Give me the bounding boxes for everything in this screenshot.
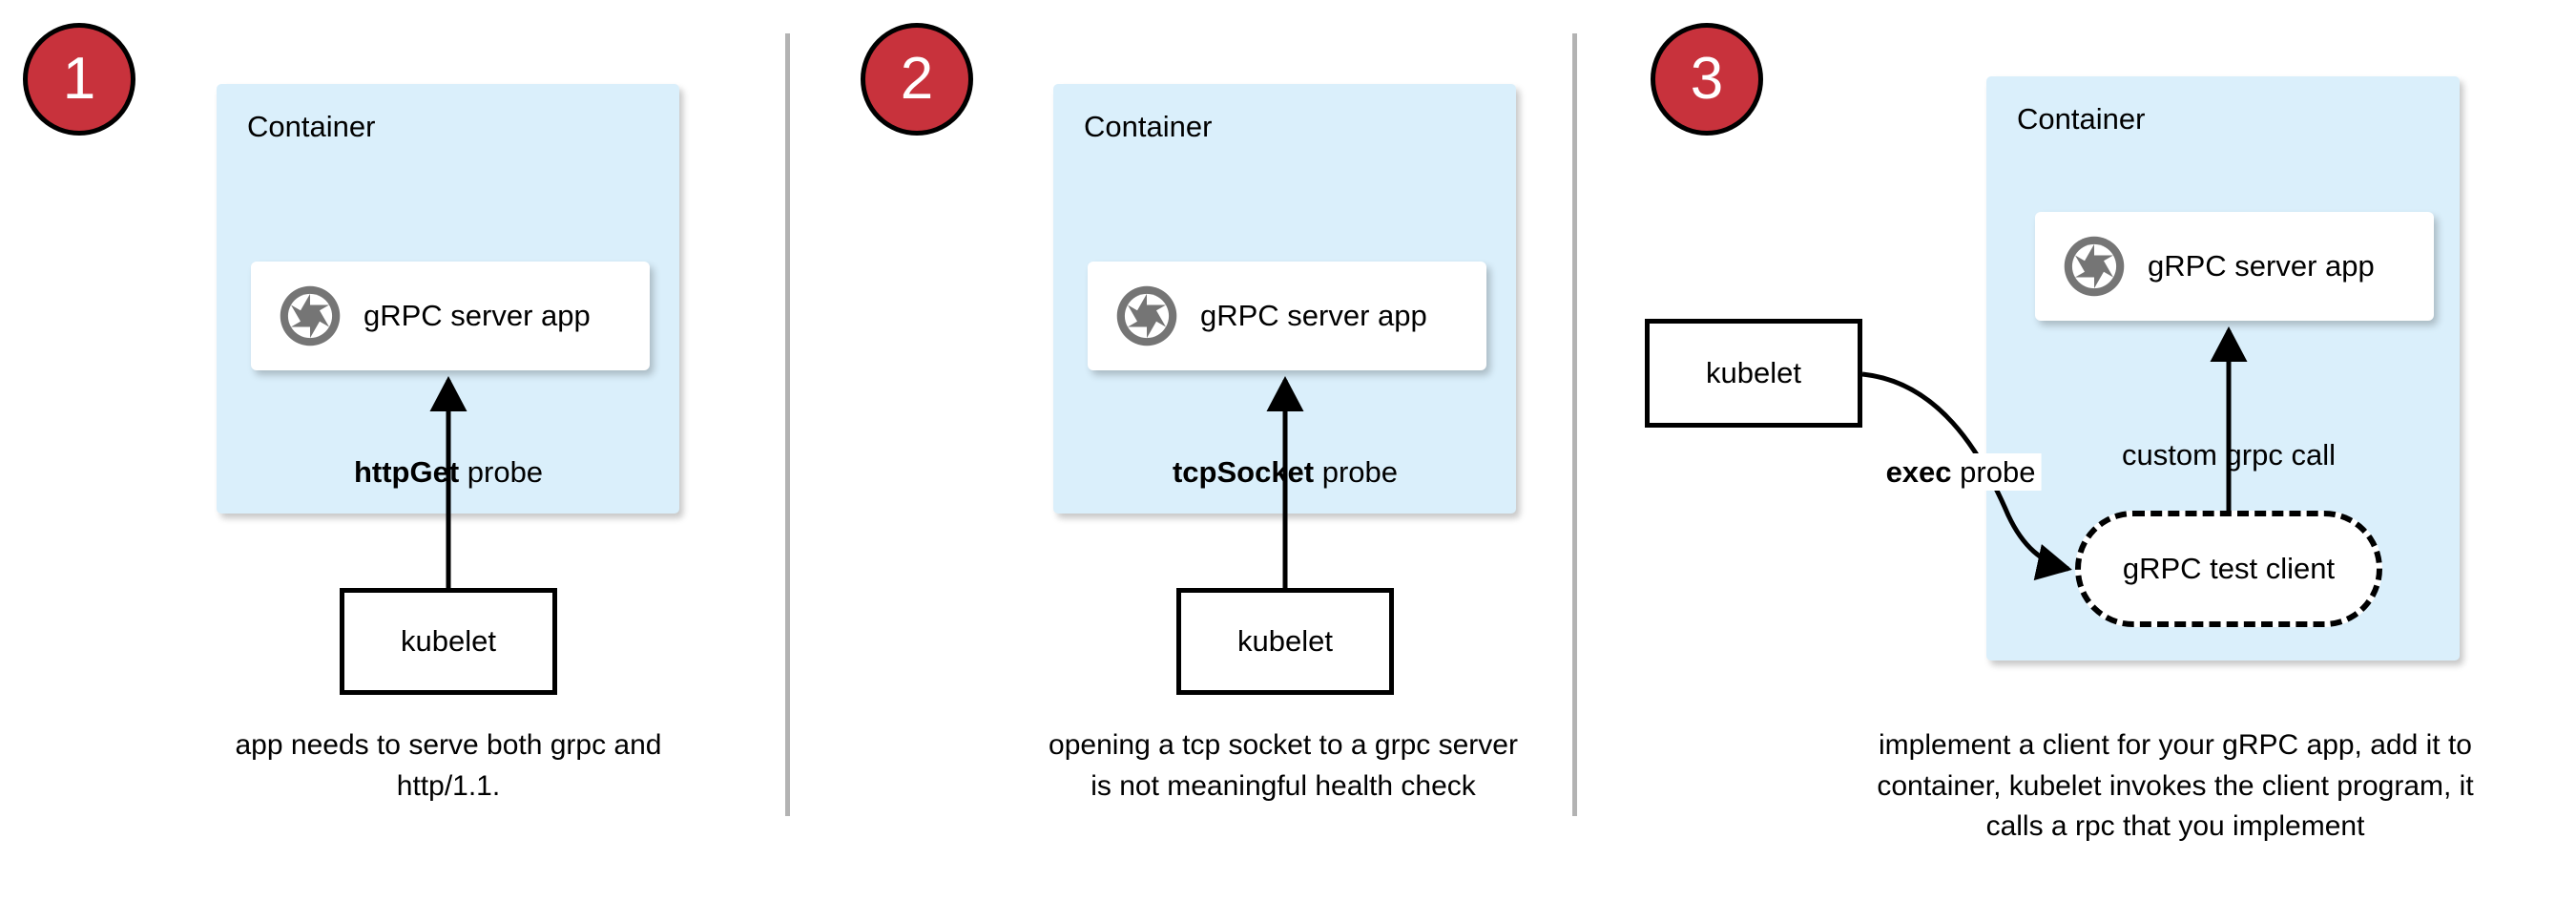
grpc-server-app-card-3: gRPC server app <box>2035 212 2434 321</box>
panel-divider-2 <box>1572 33 1577 816</box>
kubelet-box-2: kubelet <box>1176 588 1394 695</box>
grpc-server-app-label: gRPC server app <box>2148 248 2375 283</box>
aperture-icon <box>278 283 343 348</box>
aperture-icon <box>2062 234 2127 299</box>
container-label: Container <box>1084 110 1213 143</box>
container-label: Container <box>247 110 376 143</box>
exec-probe-label: exec probe <box>1880 453 2042 491</box>
panel-caption-2: opening a tcp socket to a grpc server is… <box>1049 729 1518 802</box>
grpc-test-client-box: gRPC test client <box>2075 511 2382 627</box>
tcpsocket-probe-label: tcpSocket probe <box>1166 453 1404 491</box>
panel-divider-1 <box>785 33 790 816</box>
custom-grpc-call-text: custom grpc call <box>2116 436 2341 473</box>
probe-keyword: tcpSocket <box>1172 455 1315 489</box>
step-badge-2: 2 <box>861 23 973 136</box>
step-number: 1 <box>62 46 96 112</box>
grpc-server-app-label: gRPC server app <box>364 298 591 332</box>
probe-suffix: probe <box>1951 455 2036 489</box>
kubelet-box-1: kubelet <box>340 588 557 695</box>
kubelet-box-3: kubelet <box>1645 319 1862 428</box>
container-label: Container <box>2017 102 2146 136</box>
grpc-server-app-card-1: gRPC server app <box>251 262 650 370</box>
step-number: 2 <box>900 46 934 112</box>
probe-keyword: exec <box>1885 455 1952 489</box>
probe-keyword: httpGet <box>353 455 460 489</box>
kubelet-label: kubelet <box>401 623 496 658</box>
aperture-icon <box>1114 283 1179 348</box>
custom-grpc-call-label: custom grpc call <box>2116 436 2341 473</box>
step-badge-3: 3 <box>1651 23 1763 136</box>
kubelet-label: kubelet <box>1237 623 1333 658</box>
panel-caption-3: implement a client for your gRPC app, ad… <box>1877 729 2474 843</box>
panel-caption-1: app needs to serve both grpc and http/1.… <box>235 729 662 802</box>
step-number: 3 <box>1690 46 1724 112</box>
httpget-probe-label: httpGet probe <box>347 453 550 491</box>
probe-suffix: probe <box>459 455 544 489</box>
probe-suffix: probe <box>1314 455 1399 489</box>
grpc-test-client-label: gRPC test client <box>2122 551 2336 585</box>
grpc-server-app-card-2: gRPC server app <box>1088 262 1486 370</box>
grpc-server-app-label: gRPC server app <box>1200 298 1427 332</box>
step-badge-1: 1 <box>23 23 135 136</box>
kubelet-label: kubelet <box>1706 355 1801 389</box>
